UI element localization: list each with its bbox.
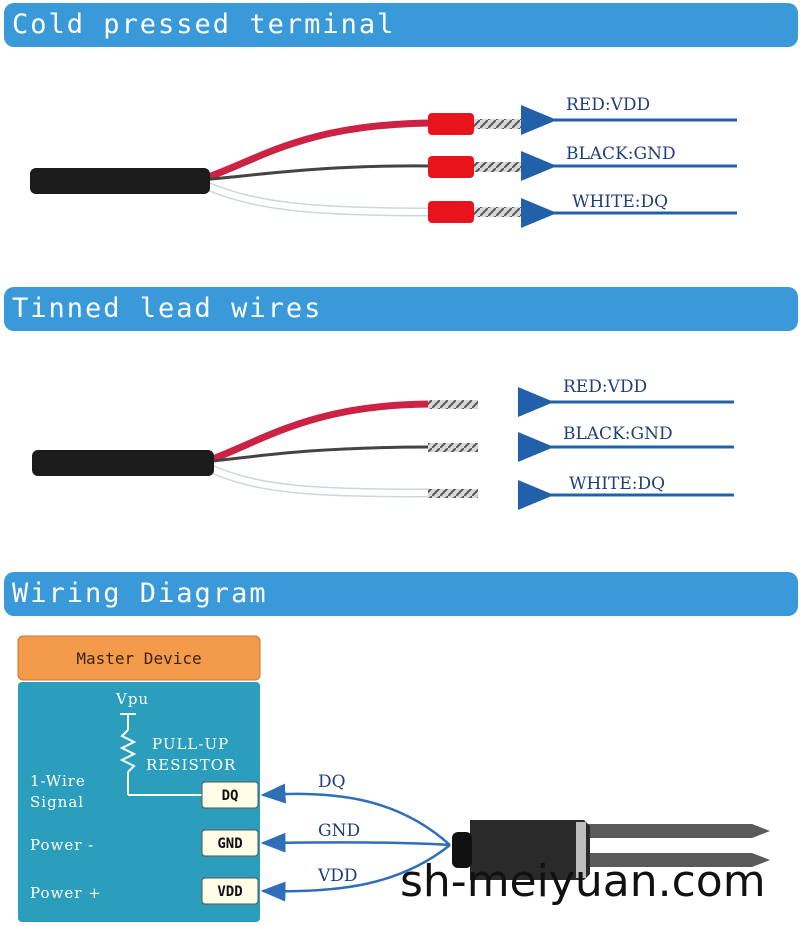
master-device-header — [17, 635, 261, 681]
label-red-vdd-tinned: RED:VDD — [563, 377, 647, 397]
resistor-icon — [119, 729, 137, 773]
line-label-gnd: GND — [318, 821, 360, 841]
pin-dq — [201, 781, 259, 809]
connection-lines — [260, 783, 451, 902]
power-plus-label: Power + — [30, 884, 102, 902]
pullup-label-line2: RESISTOR — [146, 756, 236, 774]
pin-dq-label: DQ — [222, 788, 239, 804]
arrows-cold — [521, 105, 737, 228]
cable-tinned — [32, 400, 478, 498]
watermark: sh-meiyuan.com — [400, 856, 766, 907]
vpu-label: Vpu — [115, 690, 149, 708]
master-device-body — [18, 682, 260, 922]
pin-gnd — [201, 829, 259, 857]
label-red-vdd: RED:VDD — [566, 95, 650, 115]
label-white-dq: WHITE:DQ — [572, 192, 668, 212]
soil-sensor-probe — [452, 820, 770, 880]
master-device-label: Master Device — [76, 649, 201, 668]
label-black-gnd: BLACK:GND — [566, 144, 676, 164]
terminal-red — [428, 113, 474, 135]
pullup-label-line1: PULL-UP — [152, 735, 229, 753]
one-wire-label-line1: 1-Wire — [30, 772, 86, 790]
label-white-dq-tinned: WHITE:DQ — [569, 474, 665, 494]
section-title-tinned-lead: Tinned lead wires — [4, 287, 798, 331]
tinned-tip-red — [428, 400, 478, 409]
power-minus-label: Power - — [30, 836, 94, 854]
pin-vdd — [201, 877, 259, 905]
tinned-tip-black — [428, 443, 478, 452]
pin-gnd-label: GND — [217, 836, 242, 852]
one-wire-label-line2: Signal — [30, 793, 84, 811]
section-title-wiring-diagram: Wiring Diagram — [4, 572, 798, 616]
tinned-tip-white — [428, 489, 478, 498]
cable-with-terminals — [30, 113, 526, 223]
section-title-cold-pressed: Cold pressed terminal — [4, 3, 798, 47]
arrows-tinned — [518, 387, 734, 510]
terminal-white — [428, 201, 474, 223]
line-label-vdd: VDD — [317, 866, 358, 886]
pin-vdd-label: VDD — [217, 884, 242, 900]
terminal-black — [428, 156, 474, 178]
label-black-gnd-tinned: BLACK:GND — [563, 424, 673, 444]
line-label-dq: DQ — [318, 772, 346, 792]
